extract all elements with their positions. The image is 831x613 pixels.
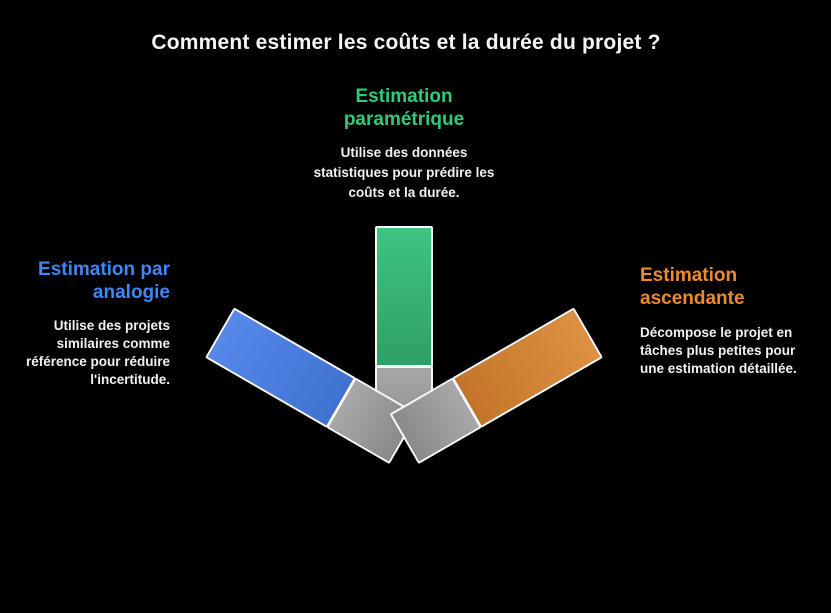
heading-estimation-parametrique: Estimation paramétrique <box>343 86 465 130</box>
description-estimation-ascendante: Décompose le projet en tâches plus petit… <box>640 325 797 376</box>
section-estimation-ascendante: Estimation ascendante Décompose le proje… <box>640 264 831 378</box>
bar-ascendante-orange-segment <box>451 307 603 429</box>
section-estimation-par-analogie: Estimation par analogie Utilise des proj… <box>0 258 170 389</box>
section-estimation-parametrique: Estimation paramétrique Utilise des donn… <box>294 85 514 203</box>
bar-parametrique-green-segment <box>375 226 433 367</box>
description-estimation-par-analogie: Utilise des projets similaires comme réf… <box>25 318 170 387</box>
page-title: Comment estimer les coûts et la durée du… <box>151 31 661 54</box>
heading-estimation-ascendante: Estimation ascendante <box>640 265 745 309</box>
heading-estimation-par-analogie: Estimation par analogie <box>38 259 170 303</box>
description-estimation-parametrique: Utilise des données statistiques pour pr… <box>313 145 495 200</box>
bar-analogie-blue-segment <box>205 307 357 429</box>
